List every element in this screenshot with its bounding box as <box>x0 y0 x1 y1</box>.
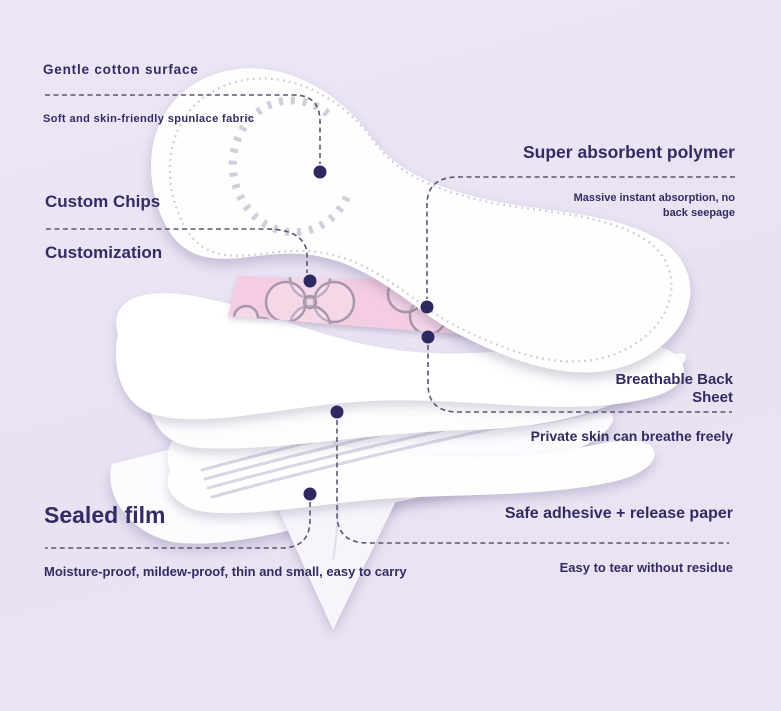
layer-marker-dot-custom-chip <box>303 274 317 288</box>
customization-title: Customization <box>45 243 163 262</box>
breathable-back-sheet-title: Breathable Back Sheet <box>615 371 733 406</box>
layer-marker-dot-absorbent-polymer <box>420 300 434 314</box>
safe-adhesive-subtitle: Easy to tear without residue <box>559 560 733 575</box>
sealed-film-subtitle: Moisture-proof, mildew-proof, thin and s… <box>44 564 407 579</box>
leader-line-absorbent-polymer <box>426 176 735 299</box>
absorbent-polymer-title: Super absorbent polymer <box>523 142 735 162</box>
layer-marker-dot-breathable-back-sheet <box>421 330 435 344</box>
absorbent-polymer-subtitle: Massive instant absorption, no back seep… <box>573 192 735 219</box>
layer-marker-dot-cotton-surface <box>313 165 327 179</box>
safe-adhesive-title: Safe adhesive + release paper <box>504 505 733 522</box>
sealed-film-title: Sealed film <box>44 502 166 528</box>
layer-marker-dot-sealed-film <box>303 487 317 501</box>
leader-line-sealed-film <box>45 502 311 549</box>
custom-chips-title: Custom Chips <box>45 192 161 211</box>
leader-line-breathable-back-sheet <box>427 345 732 413</box>
cotton-surface-subtitle: Soft and skin-friendly spunlace fabric <box>43 113 255 125</box>
layer-marker-dot-safe-adhesive <box>330 405 344 419</box>
top-sheet-layer <box>150 68 691 373</box>
leader-line-safe-adhesive <box>336 420 729 544</box>
leader-line-cotton-surface <box>45 94 321 164</box>
leader-line-custom-chips <box>46 228 308 273</box>
cotton-surface-title: Gentle cotton surface <box>43 62 199 77</box>
absorbent-core-layer <box>115 293 684 420</box>
breathable-back-sheet-subtitle: Private skin can breathe freely <box>530 428 733 444</box>
